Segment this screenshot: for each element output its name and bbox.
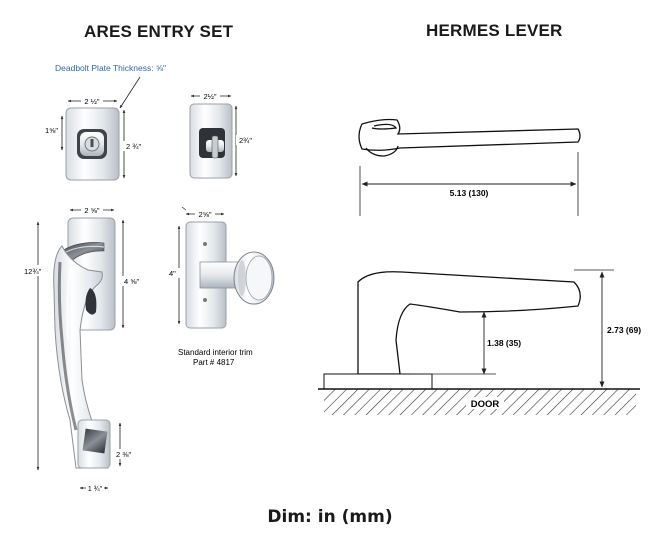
interior-knob-trim — [185, 221, 275, 329]
deadbolt-width-label: 2 ½" — [84, 97, 100, 106]
handle-bottom-label: 1 ¾" — [88, 486, 103, 493]
knob-height-label: 4" — [169, 269, 176, 278]
trim-caption-line1: Standard interior trim — [178, 348, 253, 357]
deadbolt-cylinder-label: 1⅝" — [45, 126, 58, 135]
handleset — [53, 217, 116, 469]
side-width-label: 2½" — [203, 92, 216, 101]
door-label: DOOR — [471, 399, 500, 410]
handle-width-label: 2 ⅝" — [84, 206, 100, 215]
handle-total-label: 12¾" — [24, 267, 42, 276]
ares-title: ARES ENTRY SET — [84, 22, 234, 41]
handle-lower-label: 2 ⅜" — [116, 450, 132, 459]
dimension-units-footer: Dim: in (mm) — [267, 507, 393, 527]
deadbolt-plate — [65, 107, 120, 181]
deadbolt-thickness-note: Deadbolt Plate Thickness: ⅝" — [55, 63, 166, 73]
knob-width-label: 2⅝" — [198, 210, 211, 219]
trim-caption-line2: Part # 4817 — [193, 358, 235, 367]
lever-top-view — [358, 118, 581, 157]
rose-base — [323, 373, 433, 390]
handle-upper-label: 4 ⅝" — [124, 277, 140, 286]
side-height-label: 2¾" — [239, 136, 252, 145]
total-height-label: 2.73 (69) — [607, 325, 641, 335]
deadbolt-height-label: 2 ¾" — [126, 142, 142, 151]
hermes-title: HERMES LEVER — [426, 21, 563, 40]
upper-height-label: 1.38 (35) — [487, 338, 521, 348]
length-label: 5.13 (130) — [450, 188, 489, 198]
deadbolt-side-view — [189, 103, 233, 179]
lever-side-view — [357, 271, 581, 375]
deadbolt-note-leader — [119, 76, 141, 109]
